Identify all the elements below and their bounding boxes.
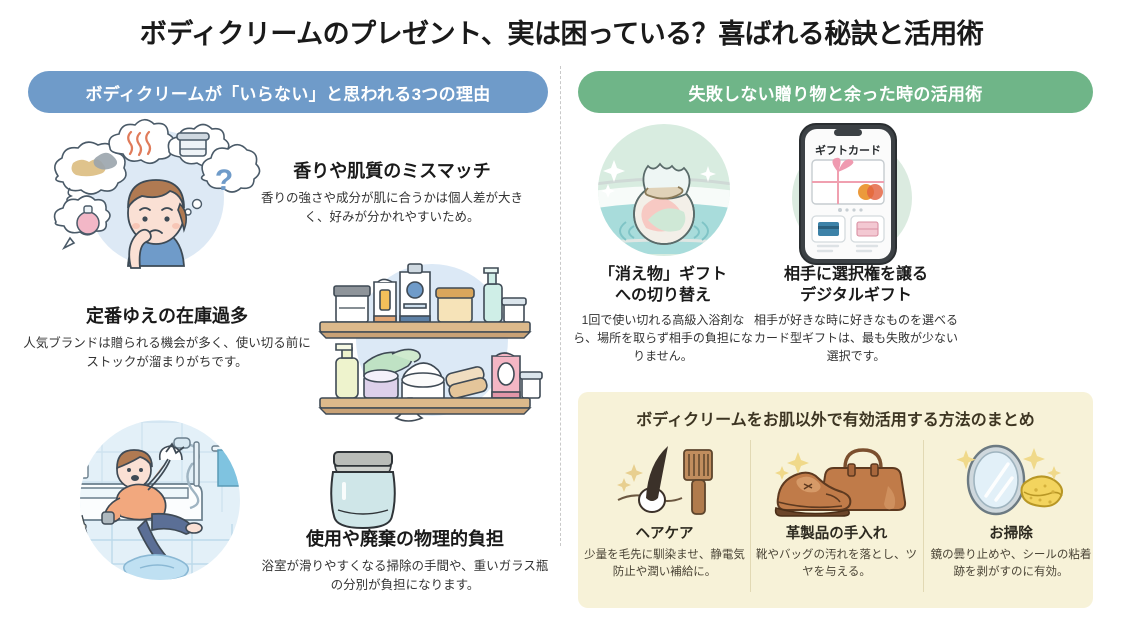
reason-3-text: 使用や廃棄の物理的負担 浴室が滑りやすくなる掃除の手間や、重いガラス瓶の分別が負…: [260, 528, 550, 596]
use-1-text: ヘアケア 少量を毛先に馴染ませ、静電気防止や潤い補給に。: [582, 522, 747, 580]
reason-3-body: 浴室が滑りやすくなる掃除の手間や、重いガラス瓶の分別が負担になります。: [261, 558, 549, 593]
phone-screen-title: ギフトカード: [815, 143, 881, 157]
use-2-text: 革製品の手入れ 靴やバッグの汚れを落とし、ツヤを与える。: [754, 522, 919, 580]
right-column-header: 失敗しない贈り物と余った時の活用術: [578, 71, 1093, 113]
svg-text:?: ?: [215, 164, 233, 197]
extra-uses-panel-title: ボディクリームをお肌以外で有効活用する方法のまとめ: [636, 412, 1035, 429]
tip-1-heading-line1: 「消え物」ギフト: [598, 266, 727, 283]
use-3-body: 鏡の曇り止めや、シールの粘着跡を剥がすのに有効。: [930, 549, 1092, 578]
glass-jar-icon: [308, 438, 418, 534]
hair-strand-comb-icon: [600, 440, 728, 518]
column-divider: [560, 66, 561, 546]
left-column-header: ボディクリームが「いらない」と思われる3つの理由: [28, 71, 548, 113]
reason-1-text: 香りや肌質のミスマッチ 香りの強さや成分が肌に合うかは個人差が大きく、好みが分か…: [252, 160, 532, 228]
bath-bomb-in-tub-icon: [578, 122, 750, 268]
use-2-heading: 革製品の手入れ: [785, 526, 888, 542]
use-1-body: 少量を毛先に馴染ませ、静電気防止や潤い補給に。: [584, 549, 745, 578]
reason-2-body: 人気ブランドは贈られる機会が多く、使い切る前にストックが溜まりがちです。: [23, 335, 311, 370]
tip-2-text: 相手に選択権を譲る デジタルギフト 相手が好きな時に好きなものを選べるカード型ギ…: [752, 264, 960, 365]
leather-shoe-bag-icon: [770, 440, 910, 518]
tip-1-body: 1回で使い切れる高級入浴剤なら、場所を取らず相手の負担になりません。: [573, 313, 753, 364]
extra-uses-panel: ボディクリームをお肌以外で有効活用する方法のまとめ ヘアケア: [578, 392, 1093, 608]
reason-2-text: 定番ゆえの在庫過多 人気ブランドは贈られる機会が多く、使い切る前にストックが溜ま…: [22, 305, 312, 373]
tip-2-heading-line1: 相手に選択権を譲る: [783, 266, 928, 283]
reason-1-heading: 香りや肌質のミスマッチ: [293, 161, 491, 181]
use-2-body: 靴やバッグの汚れを落とし、ツヤを与える。: [756, 549, 917, 578]
tip-1-heading-line2: への切り替え: [614, 287, 711, 305]
page-title: ボディクリームのプレゼント、実は困っている？喜ばれる秘訣と活用術: [139, 19, 984, 49]
panel-separator-2: [923, 440, 924, 592]
tip-2-body: 相手が好きな時に好きなものを選べるカード型ギフトは、最も失敗が少ない選択です。: [753, 313, 958, 364]
tip-2-heading-line2: デジタルギフト: [800, 287, 912, 305]
cosmetics-shelf-icon: [312, 252, 548, 428]
reason-1-body: 香りの強さや成分が肌に合うかは個人差が大きく、好みが分かれやすいため。: [260, 190, 523, 225]
panel-separator-1: [750, 440, 751, 592]
use-3-text: お掃除 鏡の曇り止めや、シールの粘着跡を剥がすのに有効。: [926, 522, 1096, 580]
use-1-heading: ヘアケア: [635, 526, 694, 542]
smartphone-gift-card-icon: ギフトカード: [772, 116, 940, 268]
reason-3-heading: 使用や廃棄の物理的負担: [306, 529, 504, 549]
tip-1-text: 「消え物」ギフト への切り替え 1回で使い切れる高級入浴剤なら、場所を取らず相手…: [570, 264, 756, 365]
bathroom-slip-accident-icon: [42, 412, 278, 588]
mirror-sponge-icon: [950, 440, 1080, 518]
reason-2-heading: 定番ゆえの在庫過多: [86, 306, 248, 326]
worried-woman-thought-bubbles-icon: ?: [28, 118, 261, 269]
use-3-heading: お掃除: [989, 526, 1033, 542]
